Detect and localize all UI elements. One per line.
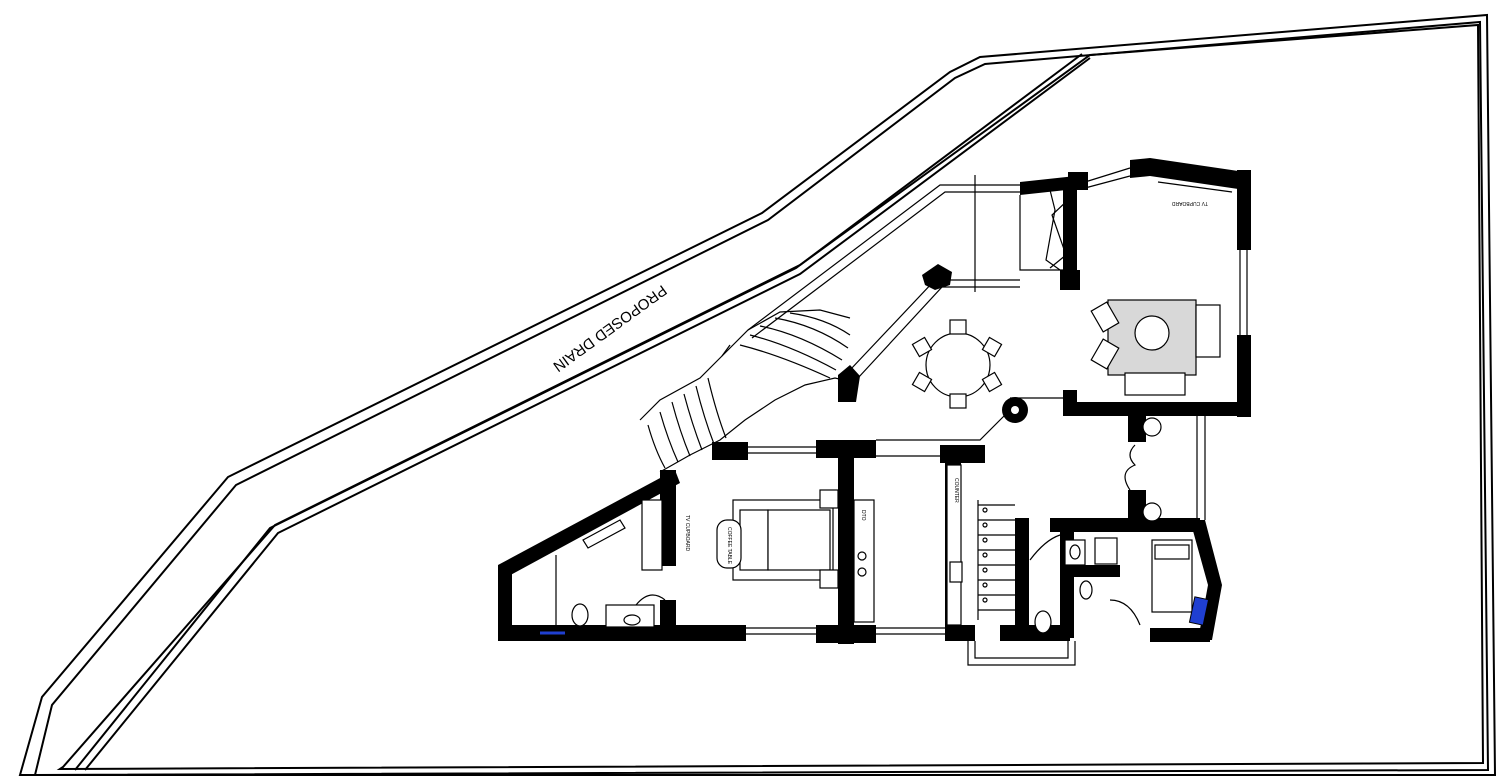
kitchen-counter: COUNTER	[946, 464, 963, 626]
tv-cupboard-left: TV CUPBOARD	[555, 499, 690, 625]
wardrobe-label: DTO	[860, 510, 866, 521]
bed-right	[1151, 539, 1210, 626]
dining-table	[911, 319, 1003, 409]
bath-right	[1029, 534, 1141, 634]
wardrobe: DTO	[853, 499, 875, 623]
tv-cupboard-right: TV CUPBOARD	[1157, 181, 1233, 206]
tv-cupboard-left-label: TV CUPBOARD	[684, 515, 690, 552]
column-marker	[1002, 397, 1162, 522]
tv-cupboard-right-label: TV CUPBOARD	[1171, 200, 1208, 206]
internal-stair	[977, 500, 1015, 620]
bed: COFFEE TABLE	[716, 489, 839, 589]
bath-left	[540, 594, 666, 635]
glazing-lines	[746, 167, 1248, 666]
living-sofa-set	[1090, 299, 1221, 396]
walls	[498, 158, 1251, 644]
kitchen-counter-label: COUNTER	[953, 478, 959, 503]
coffee-table-label: COFFEE TABLE	[726, 527, 732, 565]
curved-stair	[639, 175, 1020, 473]
proposed-drain: PROPOSED DRAIN	[74, 53, 1091, 771]
plot-boundary	[18, 13, 1497, 777]
